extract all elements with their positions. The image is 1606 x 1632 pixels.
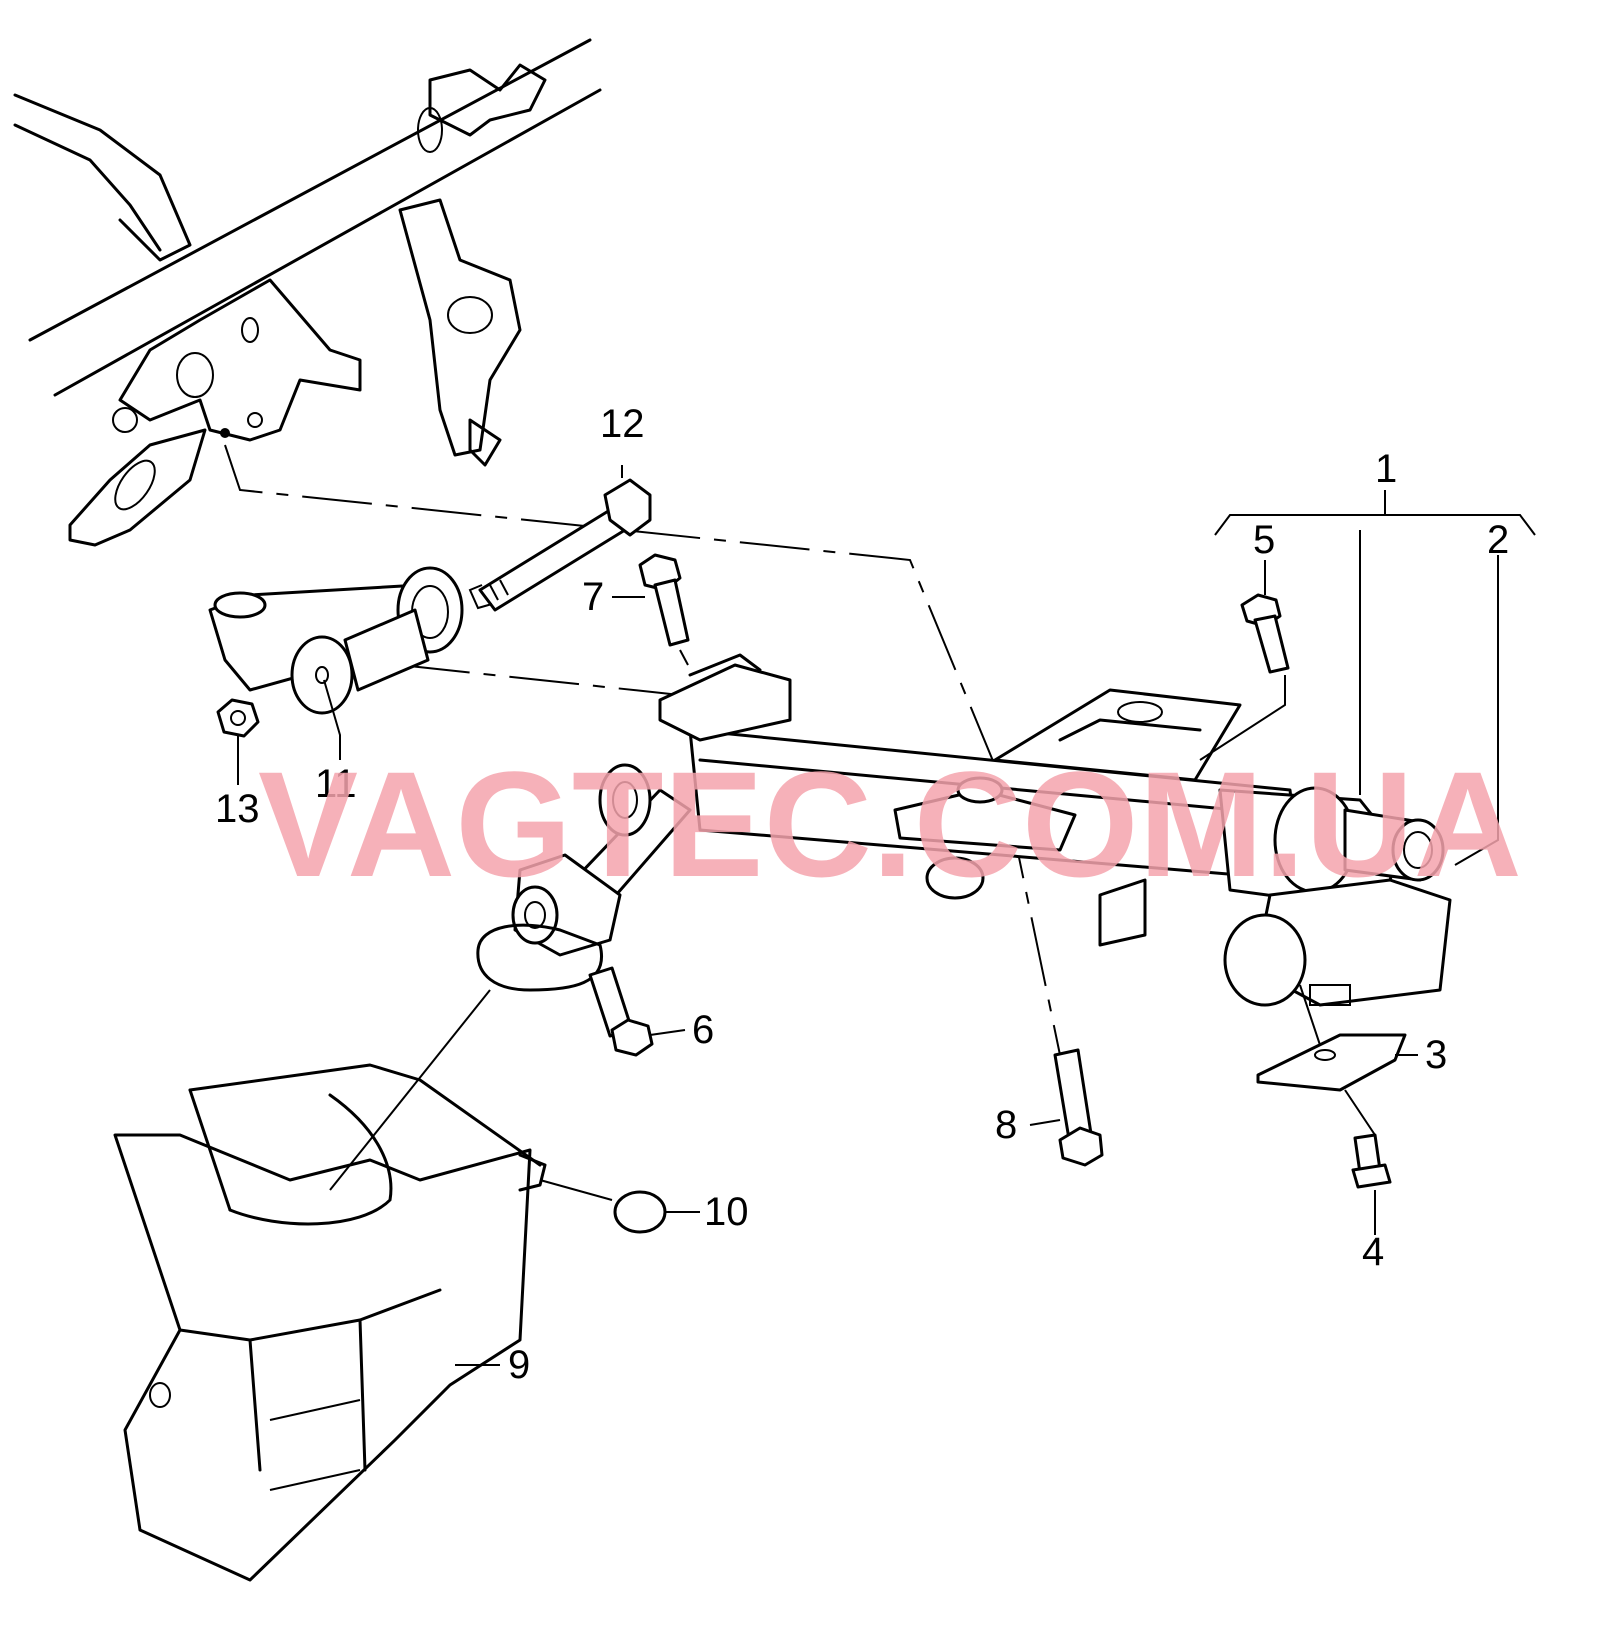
bolt-5: [1240, 593, 1290, 674]
callout-6: 6: [692, 1008, 714, 1052]
alignment-lines: [224, 444, 1061, 1056]
callout-3: 3: [1425, 1033, 1447, 1077]
cap-10: [613, 1190, 667, 1234]
callout-11: 11: [315, 762, 357, 806]
callout-5: 5: [1253, 518, 1275, 562]
nut-13: [216, 698, 260, 738]
bolt-6: [588, 966, 654, 1057]
bolt-7: [638, 553, 690, 647]
callout-1: 1: [1375, 447, 1397, 491]
callout-9: 9: [508, 1343, 530, 1387]
watermark: VAGTEC.COM.UA: [258, 740, 1522, 908]
plate-3: [1256, 1033, 1407, 1092]
cover-9: [113, 1063, 547, 1582]
screw-4: [1351, 1133, 1392, 1189]
callout-labels: 1 2 3 4 5 6 7 8 9 10 11 12 13: [215, 402, 1509, 1387]
cross-member-beam: [13, 38, 602, 547]
callout-7: 7: [582, 575, 604, 619]
leader-lines: [237, 465, 1536, 1366]
long-bolt-12: [468, 478, 652, 612]
callout-2: 2: [1487, 518, 1509, 562]
callout-10: 10: [704, 1190, 749, 1234]
bearing-bracket-11: [208, 566, 464, 715]
callout-13: 13: [215, 787, 260, 831]
callout-12: 12: [600, 402, 645, 446]
callout-8: 8: [995, 1103, 1017, 1147]
callout-4: 4: [1362, 1230, 1384, 1274]
bolt-8: [1053, 1048, 1104, 1167]
steering-column-assembly: [476, 653, 1452, 1007]
